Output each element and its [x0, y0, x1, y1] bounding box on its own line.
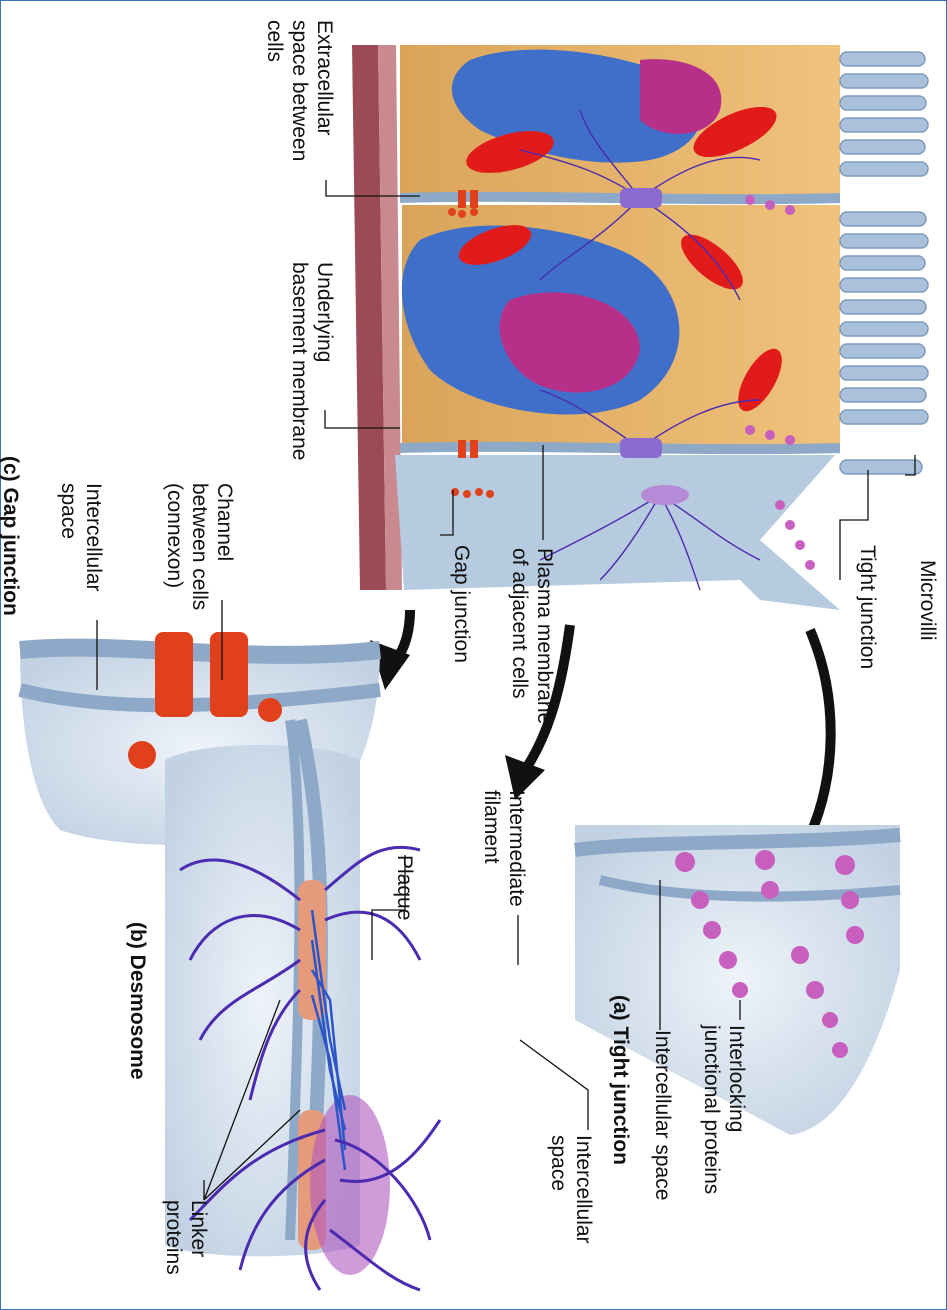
- desmosome-2: [620, 438, 662, 458]
- label-extracellular: Extracellular space between cells: [263, 20, 336, 167]
- label-intercellular-a: Intercellular space: [651, 1030, 674, 1200]
- label-tight-junction: Tight junction: [856, 545, 879, 669]
- title-gap-junction: (c) Gap junction: [0, 456, 22, 616]
- label-gap-junction: Gap junction: [450, 545, 473, 663]
- title-tight-junction: (a) Tight junction: [609, 995, 632, 1165]
- label-intercellular-c: Intercellular space: [57, 483, 105, 597]
- label-basement-membrane: Underlying basement membrane: [288, 262, 336, 460]
- label-channel: Channel between cells (connexon): [163, 483, 236, 616]
- label-plaque: Plaque: [393, 855, 416, 920]
- desmosome-1: [620, 188, 662, 208]
- epithelial-cells: [352, 45, 928, 610]
- microvilli: [840, 52, 928, 474]
- label-intermediate-filament: Intermediate filament: [480, 790, 528, 913]
- label-microvilli: Microvilli: [916, 560, 939, 641]
- label-intercellular-b: Intercellular space: [547, 1135, 595, 1249]
- title-desmosome: (b) Desmosome: [126, 922, 149, 1080]
